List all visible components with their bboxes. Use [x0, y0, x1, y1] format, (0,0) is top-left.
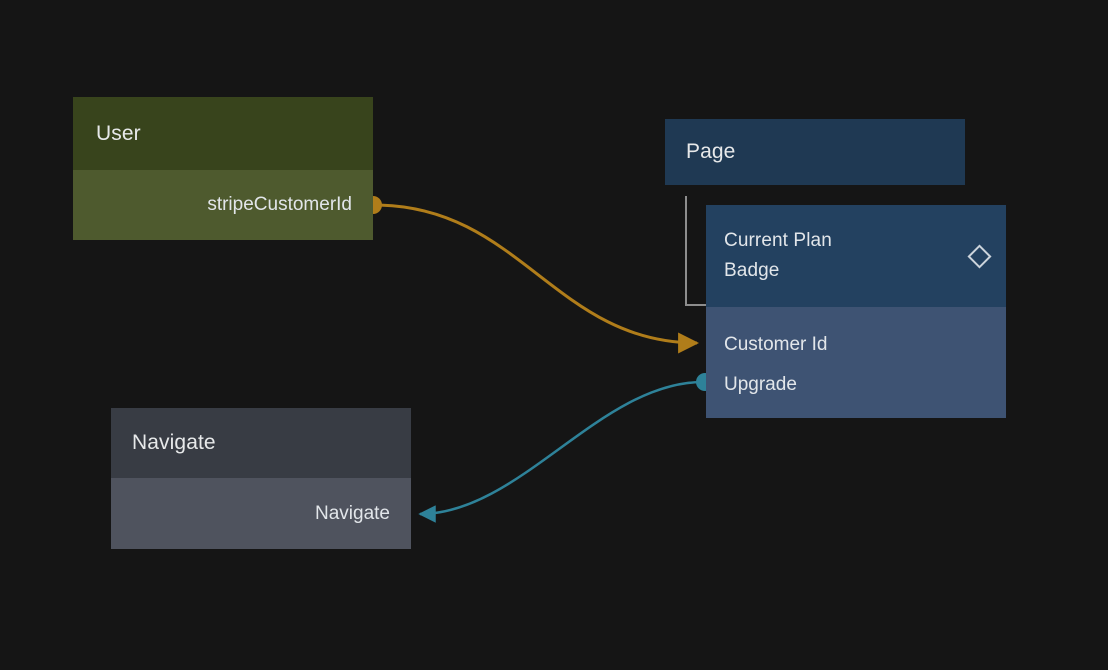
node-badge-row-upgrade[interactable]: Upgrade	[724, 374, 797, 395]
node-current-plan-badge[interactable]: Current Plan Badge Customer Id Upgrade	[706, 205, 1006, 418]
node-navigate[interactable]: Navigate Navigate	[111, 408, 411, 549]
node-current-plan-badge-title: Current Plan Badge	[724, 230, 832, 281]
node-navigate-title: Navigate	[111, 408, 411, 478]
node-user-title: User	[73, 97, 373, 170]
node-page-title: Page	[665, 119, 965, 185]
node-user[interactable]: User stripeCustomerId	[73, 97, 373, 240]
node-current-plan-badge-header: Current Plan Badge	[706, 205, 1006, 307]
page-to-badge-tree-connector	[685, 196, 707, 306]
node-user-body: stripeCustomerId	[73, 170, 373, 240]
node-user-row-stripecustomerid[interactable]: stripeCustomerId	[207, 194, 352, 215]
node-navigate-row-navigate[interactable]: Navigate	[315, 502, 390, 524]
node-badge-row-customer-id[interactable]: Customer Id	[724, 334, 828, 355]
node-current-plan-badge-body: Customer Id Upgrade	[706, 307, 1006, 418]
edge-user-to-customer-id	[374, 203, 700, 354]
node-page[interactable]: Page	[665, 119, 965, 185]
diamond-icon	[967, 243, 992, 269]
edge-upgrade-to-navigate	[418, 380, 704, 523]
node-navigate-body: Navigate	[111, 478, 411, 549]
